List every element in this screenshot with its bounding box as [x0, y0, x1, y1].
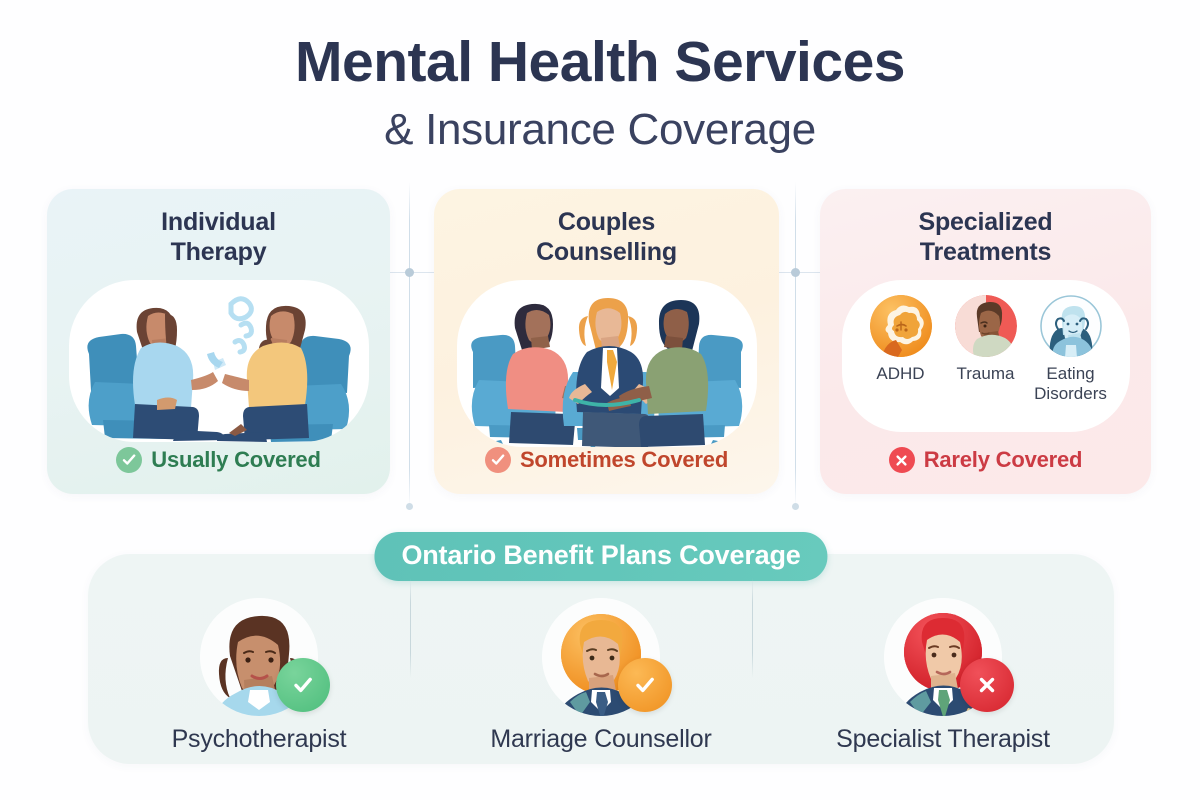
status-label: Sometimes Covered	[519, 447, 729, 472]
card-title-line2: Therapy	[170, 238, 267, 267]
psychotherapist-avatar-wrap	[200, 598, 330, 716]
service-card-individual-therapy[interactable]: Individual Therapy	[47, 189, 390, 494]
card-title-specialized-treatments: Specialized Treatments	[919, 207, 1053, 268]
card-title-line1: Specialized	[918, 208, 1053, 236]
card-title-individual-therapy: Individual Therapy	[161, 207, 276, 268]
marriage-counsellor-avatar-wrap	[542, 598, 672, 716]
card-title-line1: Individual	[161, 208, 276, 236]
connector-node-right	[791, 268, 800, 277]
page-title: Mental Health Services & Insurance Cover…	[0, 34, 1200, 152]
x-mark-icon	[960, 658, 1014, 712]
professional-psychotherapist[interactable]: Psychotherapist	[88, 598, 430, 764]
illustration-individual-therapy	[68, 279, 369, 442]
professional-divider-1	[410, 578, 411, 678]
x-circle-icon	[888, 447, 915, 473]
service-card-specialized-treatments[interactable]: Specialized Treatments	[820, 189, 1151, 494]
professional-specialist-therapist[interactable]: Specialist Therapist	[772, 598, 1114, 764]
professional-marriage-counsellor[interactable]: Marriage Counsellor	[430, 598, 772, 764]
card-title-line2: Treatments	[919, 238, 1052, 267]
ontario-benefit-plans-pill: Ontario Benefit Plans Coverage	[374, 532, 828, 581]
specialist-therapist-avatar-wrap	[884, 598, 1014, 716]
connector-node-left	[405, 268, 414, 277]
trauma-person-avatar-icon	[954, 294, 1017, 357]
service-card-couples-counselling[interactable]: Couples Counselling	[434, 189, 779, 494]
connector-endpoint-right	[792, 503, 799, 510]
check-circle-icon	[116, 447, 143, 473]
status-usually-covered: Usually Covered	[116, 447, 321, 473]
card-title-line2: Counselling	[536, 238, 677, 267]
ontario-benefit-plans-panel: Ontario Benefit Plans Coverage	[88, 532, 1114, 764]
professional-label-psychotherapist: Psychotherapist	[171, 725, 347, 753]
connector-line-right	[795, 182, 796, 507]
check-mark-icon	[276, 658, 330, 712]
check-mark-icon	[618, 658, 672, 712]
treatment-label-trauma: Trauma	[956, 363, 1015, 383]
professional-divider-2	[752, 578, 753, 678]
professional-row: Psychotherapist	[88, 598, 1114, 764]
card-title-line1: Couples	[557, 208, 656, 236]
connector-line-left	[409, 182, 410, 507]
card-title-couples-counselling: Couples Counselling	[536, 207, 677, 268]
connector-endpoint-left	[406, 503, 413, 510]
page-title-main: Mental Health Services	[295, 30, 905, 94]
treatment-label-adhd: ADHD	[876, 363, 925, 383]
page-title-sub: & Insurance Coverage	[384, 105, 816, 154]
professional-label-specialist-therapist: Specialist Therapist	[836, 725, 1050, 753]
check-circle-icon	[484, 447, 511, 473]
treatment-item-trauma[interactable]: Trauma	[950, 294, 1022, 405]
treatment-label-eating-disorders: Eating Disorders	[1034, 363, 1107, 403]
status-label: Usually Covered	[151, 447, 321, 472]
illustration-couples-counselling	[456, 279, 757, 447]
illustration-specialized-treatments: ADHD Trauma	[841, 279, 1130, 432]
status-sometimes-covered: Sometimes Covered	[484, 447, 729, 473]
professional-label-marriage-counsellor: Marriage Counsellor	[490, 725, 712, 753]
treatment-item-adhd[interactable]: ADHD	[865, 294, 937, 405]
status-rarely-covered: Rarely Covered	[888, 447, 1083, 473]
status-label: Rarely Covered	[923, 447, 1083, 472]
eating-disorder-person-avatar-icon	[1039, 294, 1102, 357]
treatment-icon-row: ADHD Trauma	[865, 280, 1107, 405]
adhd-brain-avatar-icon	[869, 294, 932, 357]
treatment-item-eating-disorders[interactable]: Eating Disorders	[1034, 294, 1107, 405]
